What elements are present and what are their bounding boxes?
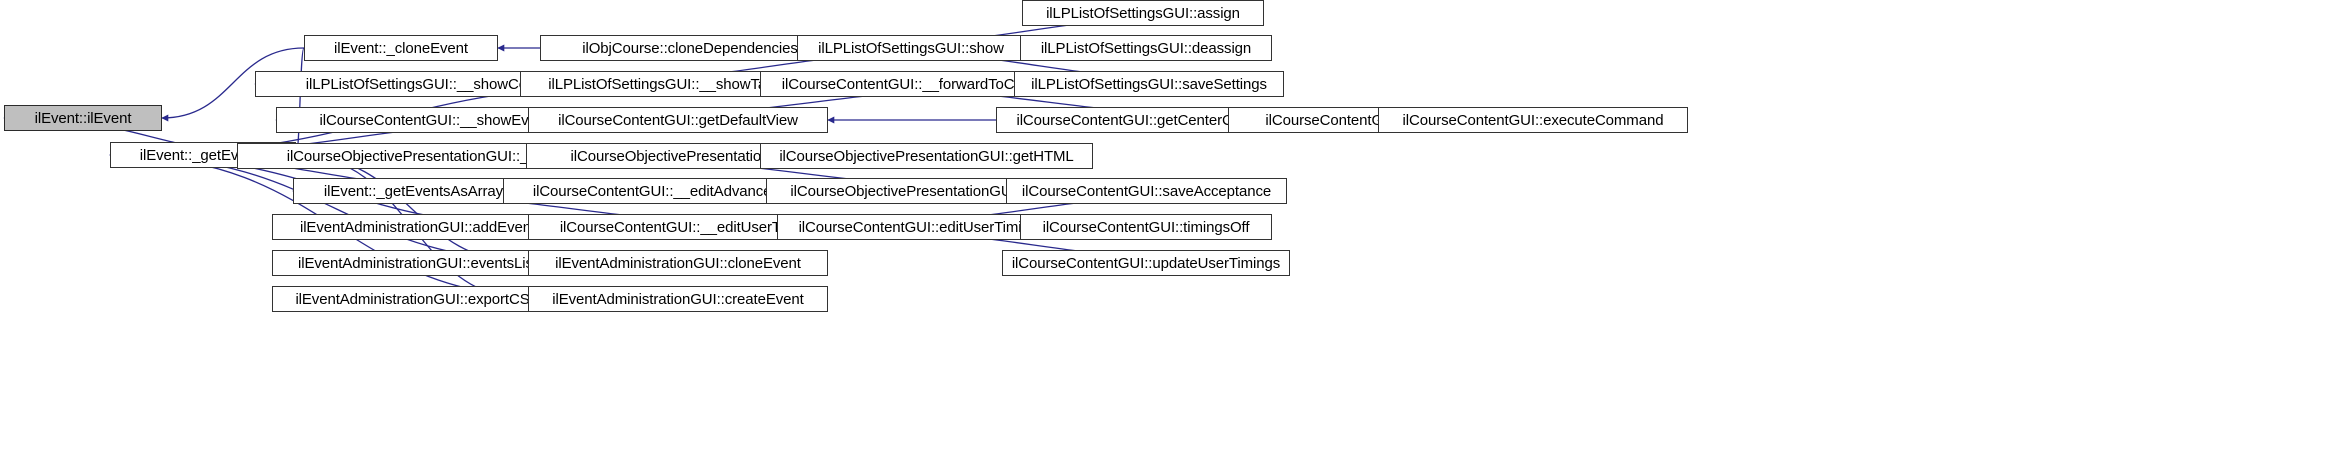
- graph-edge: [295, 47, 305, 159]
- graph-node[interactable]: ilCourseContentGUI::getDefaultView: [528, 107, 828, 133]
- graph-edge: [109, 151, 564, 264]
- graph-node[interactable]: ilCourseContentGUI::executeCommand: [1378, 107, 1688, 133]
- graph-node[interactable]: ilEvent::_cloneEvent: [304, 35, 498, 61]
- graph-node[interactable]: ilLPListOfSettingsGUI::show: [797, 35, 1025, 61]
- graph-node-label: ilEventAdministrationGUI::eventsList: [297, 254, 537, 272]
- graph-node-label: ilEvent::_cloneEvent: [334, 39, 468, 57]
- graph-node-label: ilCourseContentGUI::timingsOff: [1042, 218, 1250, 236]
- graph-node[interactable]: ilCourseContentGUI::saveAcceptance: [1006, 178, 1287, 204]
- graph-node-label: ilObjCourse::cloneDependencies: [582, 39, 798, 57]
- graph-node-label: ilCourseContentGUI::__forwardToColumnGUI: [781, 75, 1082, 93]
- graph-node[interactable]: ilLPListOfSettingsGUI::assign: [1022, 0, 1264, 26]
- graph-node[interactable]: ilEventAdministrationGUI::addEvent: [272, 214, 563, 240]
- graph-node[interactable]: ilCourseContentGUI::updateUserTimings: [1002, 250, 1290, 276]
- graph-node-label: ilCourseContentGUI::updateUserTimings: [1011, 254, 1281, 272]
- graph-node[interactable]: ilEventAdministrationGUI::cloneEvent: [528, 250, 828, 276]
- graph-node[interactable]: ilLPListOfSettingsGUI::saveSettings: [1014, 71, 1284, 97]
- graph-node[interactable]: ilCourseObjectivePresentationGUI::getHTM…: [760, 143, 1093, 169]
- graph-node-label: ilEventAdministrationGUI::addEvent: [299, 218, 536, 236]
- graph-node-label: ilCourseContentGUI::__editUserTimings: [559, 218, 824, 236]
- graph-edge: [295, 151, 529, 264]
- graph-node[interactable]: ilEvent::_getEventsAsArray: [293, 178, 534, 204]
- graph-node-label: ilEventAdministrationGUI::createEvent: [552, 290, 804, 308]
- graph-node-label: ilLPListOfSettingsGUI::saveSettings: [1031, 75, 1267, 93]
- graph-node[interactable]: ilCourseContentGUI::editUserTimings: [777, 214, 1067, 240]
- graph-node-label: ilCourseObjectivePresentationGUI::reset: [790, 182, 1057, 200]
- graph-node-label: ilEvent::_getEventsAsArray: [323, 182, 504, 200]
- graph-node-label: ilCourseObjectivePresentationGUI::getHTM…: [779, 147, 1074, 165]
- graph-node[interactable]: ilLPListOfSettingsGUI::deassign: [1020, 35, 1272, 61]
- graph-node[interactable]: ilEventAdministrationGUI::createEvent: [528, 286, 828, 312]
- graph-node-label: ilEventAdministrationGUI::exportCSV: [295, 290, 540, 308]
- graph-node-label: ilEvent::_getEvents: [139, 146, 267, 164]
- graph-node-label: ilCourseContentGUI::saveAcceptance: [1021, 182, 1272, 200]
- graph-node[interactable]: ilCourseContentGUI::timingsOff: [1020, 214, 1272, 240]
- graph-node-label: ilEventAdministrationGUI::cloneEvent: [555, 254, 801, 272]
- graph-node[interactable]: ilEventAdministrationGUI::exportCSV: [272, 286, 563, 312]
- graph-node[interactable]: ilObjCourse::cloneDependencies: [540, 35, 840, 61]
- graph-node-label: ilCourseContentGUI::executeCommand: [1402, 111, 1664, 129]
- graph-node[interactable]: ilEvent::ilEvent: [4, 105, 162, 131]
- graph-node-label: ilCourseContentGUI::editUserTimings: [798, 218, 1046, 236]
- graph-node[interactable]: ilEventAdministrationGUI::eventsList: [272, 250, 563, 276]
- graph-node-label: ilLPListOfSettingsGUI::assign: [1046, 4, 1240, 22]
- graph-node-label: ilLPListOfSettingsGUI::deassign: [1040, 39, 1252, 57]
- graph-node-label: ilCourseContentGUI::__showEvents: [319, 111, 557, 129]
- graph-node-label: ilEvent::ilEvent: [34, 109, 132, 127]
- graph-node-label: ilLPListOfSettingsGUI::show: [818, 39, 1004, 57]
- graph-node-label: ilCourseContentGUI::getDefaultView: [558, 111, 798, 129]
